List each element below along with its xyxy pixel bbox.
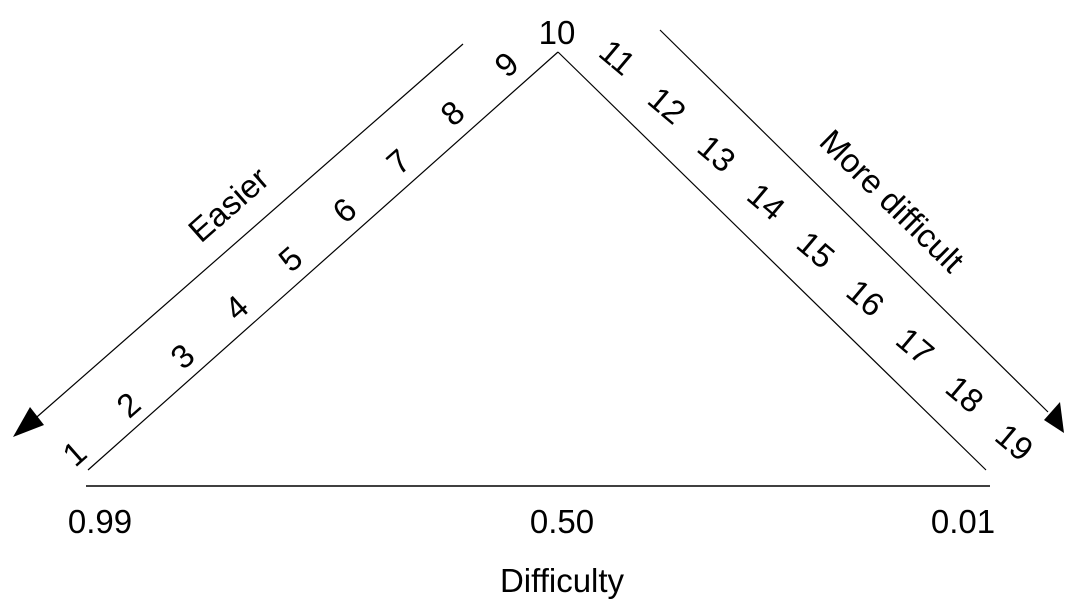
axis-title: Difficulty [500, 562, 625, 599]
more-difficult-item-label-13: 13 [691, 127, 743, 179]
more-difficult-item-label-16: 16 [840, 272, 892, 324]
easier-item-label-4: 4 [217, 288, 255, 328]
triangle-right-side [557, 51, 987, 471]
more-difficult-item-label-17: 17 [889, 320, 941, 372]
more-difficult-item-label-12: 12 [641, 79, 693, 131]
easier-item-label-7: 7 [379, 142, 417, 182]
easier-item-label-2: 2 [109, 385, 147, 425]
easier-arrow-line [29, 43, 464, 424]
peak-item-label: 10 [539, 14, 576, 51]
more-difficult-item-label-14: 14 [740, 176, 792, 228]
triangle-left-side [87, 51, 559, 471]
axis-tick-label-low: 0.01 [931, 503, 995, 540]
more-difficult-item-label-19: 19 [988, 416, 1040, 468]
easier-label: Easier [181, 160, 276, 250]
more-difficult-item-label-18: 18 [939, 368, 991, 420]
easier-item-label-9: 9 [487, 44, 525, 84]
easier-item-label-1: 1 [55, 433, 93, 473]
more-difficult-arrowhead [1044, 402, 1064, 433]
more-difficult-arrow-line [659, 29, 1049, 413]
easier-item-label-5: 5 [271, 239, 309, 279]
axis-tick-label-high: 0.99 [68, 503, 132, 540]
easier-item-label-6: 6 [325, 190, 363, 230]
more-difficult-label: More difficult [813, 122, 972, 279]
axis-tick-label-mid: 0.50 [530, 503, 594, 540]
more-difficult-item-label-11: 11 [592, 32, 642, 82]
easier-item-label-3: 3 [163, 336, 201, 376]
easier-arrowhead [13, 407, 44, 437]
easier-item-label-8: 8 [433, 93, 471, 133]
more-difficult-item-label-15: 15 [790, 224, 842, 276]
